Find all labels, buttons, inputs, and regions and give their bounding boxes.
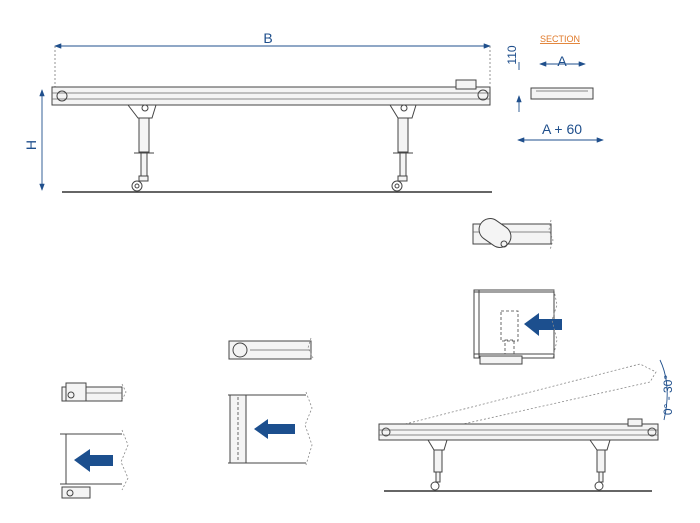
pivot-arm: [478, 218, 512, 248]
leg-bolt: [400, 104, 408, 112]
caster-mount: [138, 175, 149, 182]
incline-ghost-outline: [381, 363, 657, 441]
incline-conveyor-elevation: 0° - 30°: [378, 359, 675, 492]
pivot-bolt: [500, 240, 508, 248]
section-width-label: A: [557, 53, 567, 69]
caster-wheel-right: [594, 481, 604, 491]
leg-upper-right: [596, 449, 606, 473]
leg-bracket-left: [427, 439, 448, 451]
detail-left-motor: [61, 382, 127, 403]
leg-upper-left: [138, 117, 150, 153]
break-line: [304, 391, 313, 466]
leg-lower-right: [598, 471, 604, 483]
leg-bolt: [141, 104, 149, 112]
leg-lower-left: [435, 471, 441, 483]
conveyor-frame: [51, 86, 491, 106]
motor-base: [479, 355, 523, 365]
dim-110-label: 110: [505, 45, 519, 64]
tail-pulley: [381, 427, 391, 437]
break-line: [120, 383, 127, 403]
head-pulley: [477, 89, 489, 101]
break-line: [120, 429, 129, 491]
section-title: SECTION: [540, 34, 580, 44]
main-conveyor-elevation: B H 110: [23, 30, 522, 193]
detail-center-head: [228, 337, 314, 360]
belt-direction-arrow: [524, 313, 562, 336]
leg-upper-left: [433, 449, 443, 473]
motor-body-plan: [61, 486, 91, 499]
leg-bracket-right: [389, 104, 417, 119]
caster-wheel-left: [131, 180, 143, 192]
detail-left-plan: [60, 429, 129, 499]
head-pulley-detail: [232, 342, 248, 358]
incline-frame: [378, 423, 659, 441]
drive-motor: [455, 79, 477, 90]
motor-shaft: [66, 489, 74, 497]
incline-angle-arc: [659, 359, 668, 421]
motor-hidden-outline: [500, 310, 519, 342]
belt-direction-arrow: [254, 419, 295, 439]
belt-direction-arrow: [74, 449, 113, 472]
section-view: SECTION A A + 60: [517, 34, 604, 143]
caster-hub: [394, 183, 400, 189]
gearbox-hidden: [504, 339, 515, 355]
incline-angle-label: 0° - 30°: [661, 375, 675, 415]
motor-shaft: [67, 391, 75, 399]
section-profile: [530, 87, 594, 100]
height-label: H: [23, 140, 39, 150]
drive-motor: [627, 418, 643, 427]
section-total-label: A + 60: [542, 121, 582, 137]
detail-center-plan: [228, 391, 313, 466]
head-pulley: [647, 427, 657, 437]
leg-bracket-right: [589, 439, 611, 451]
tail-pulley: [56, 90, 68, 102]
break-line: [548, 219, 554, 251]
motor-body: [65, 382, 87, 402]
caster-wheel-left: [430, 481, 440, 491]
leg-upper-right: [397, 117, 409, 153]
width-label: B: [263, 30, 272, 46]
break-line: [551, 289, 558, 359]
caster-wheel-right: [391, 180, 403, 192]
caster-mount: [397, 175, 408, 182]
caster-hub: [134, 183, 140, 189]
leg-lower-right: [399, 151, 407, 177]
detail-side-drive: [473, 289, 562, 365]
break-line: [307, 337, 314, 359]
detail-pivot-head: [472, 218, 554, 251]
leg-lower-left: [140, 151, 148, 177]
